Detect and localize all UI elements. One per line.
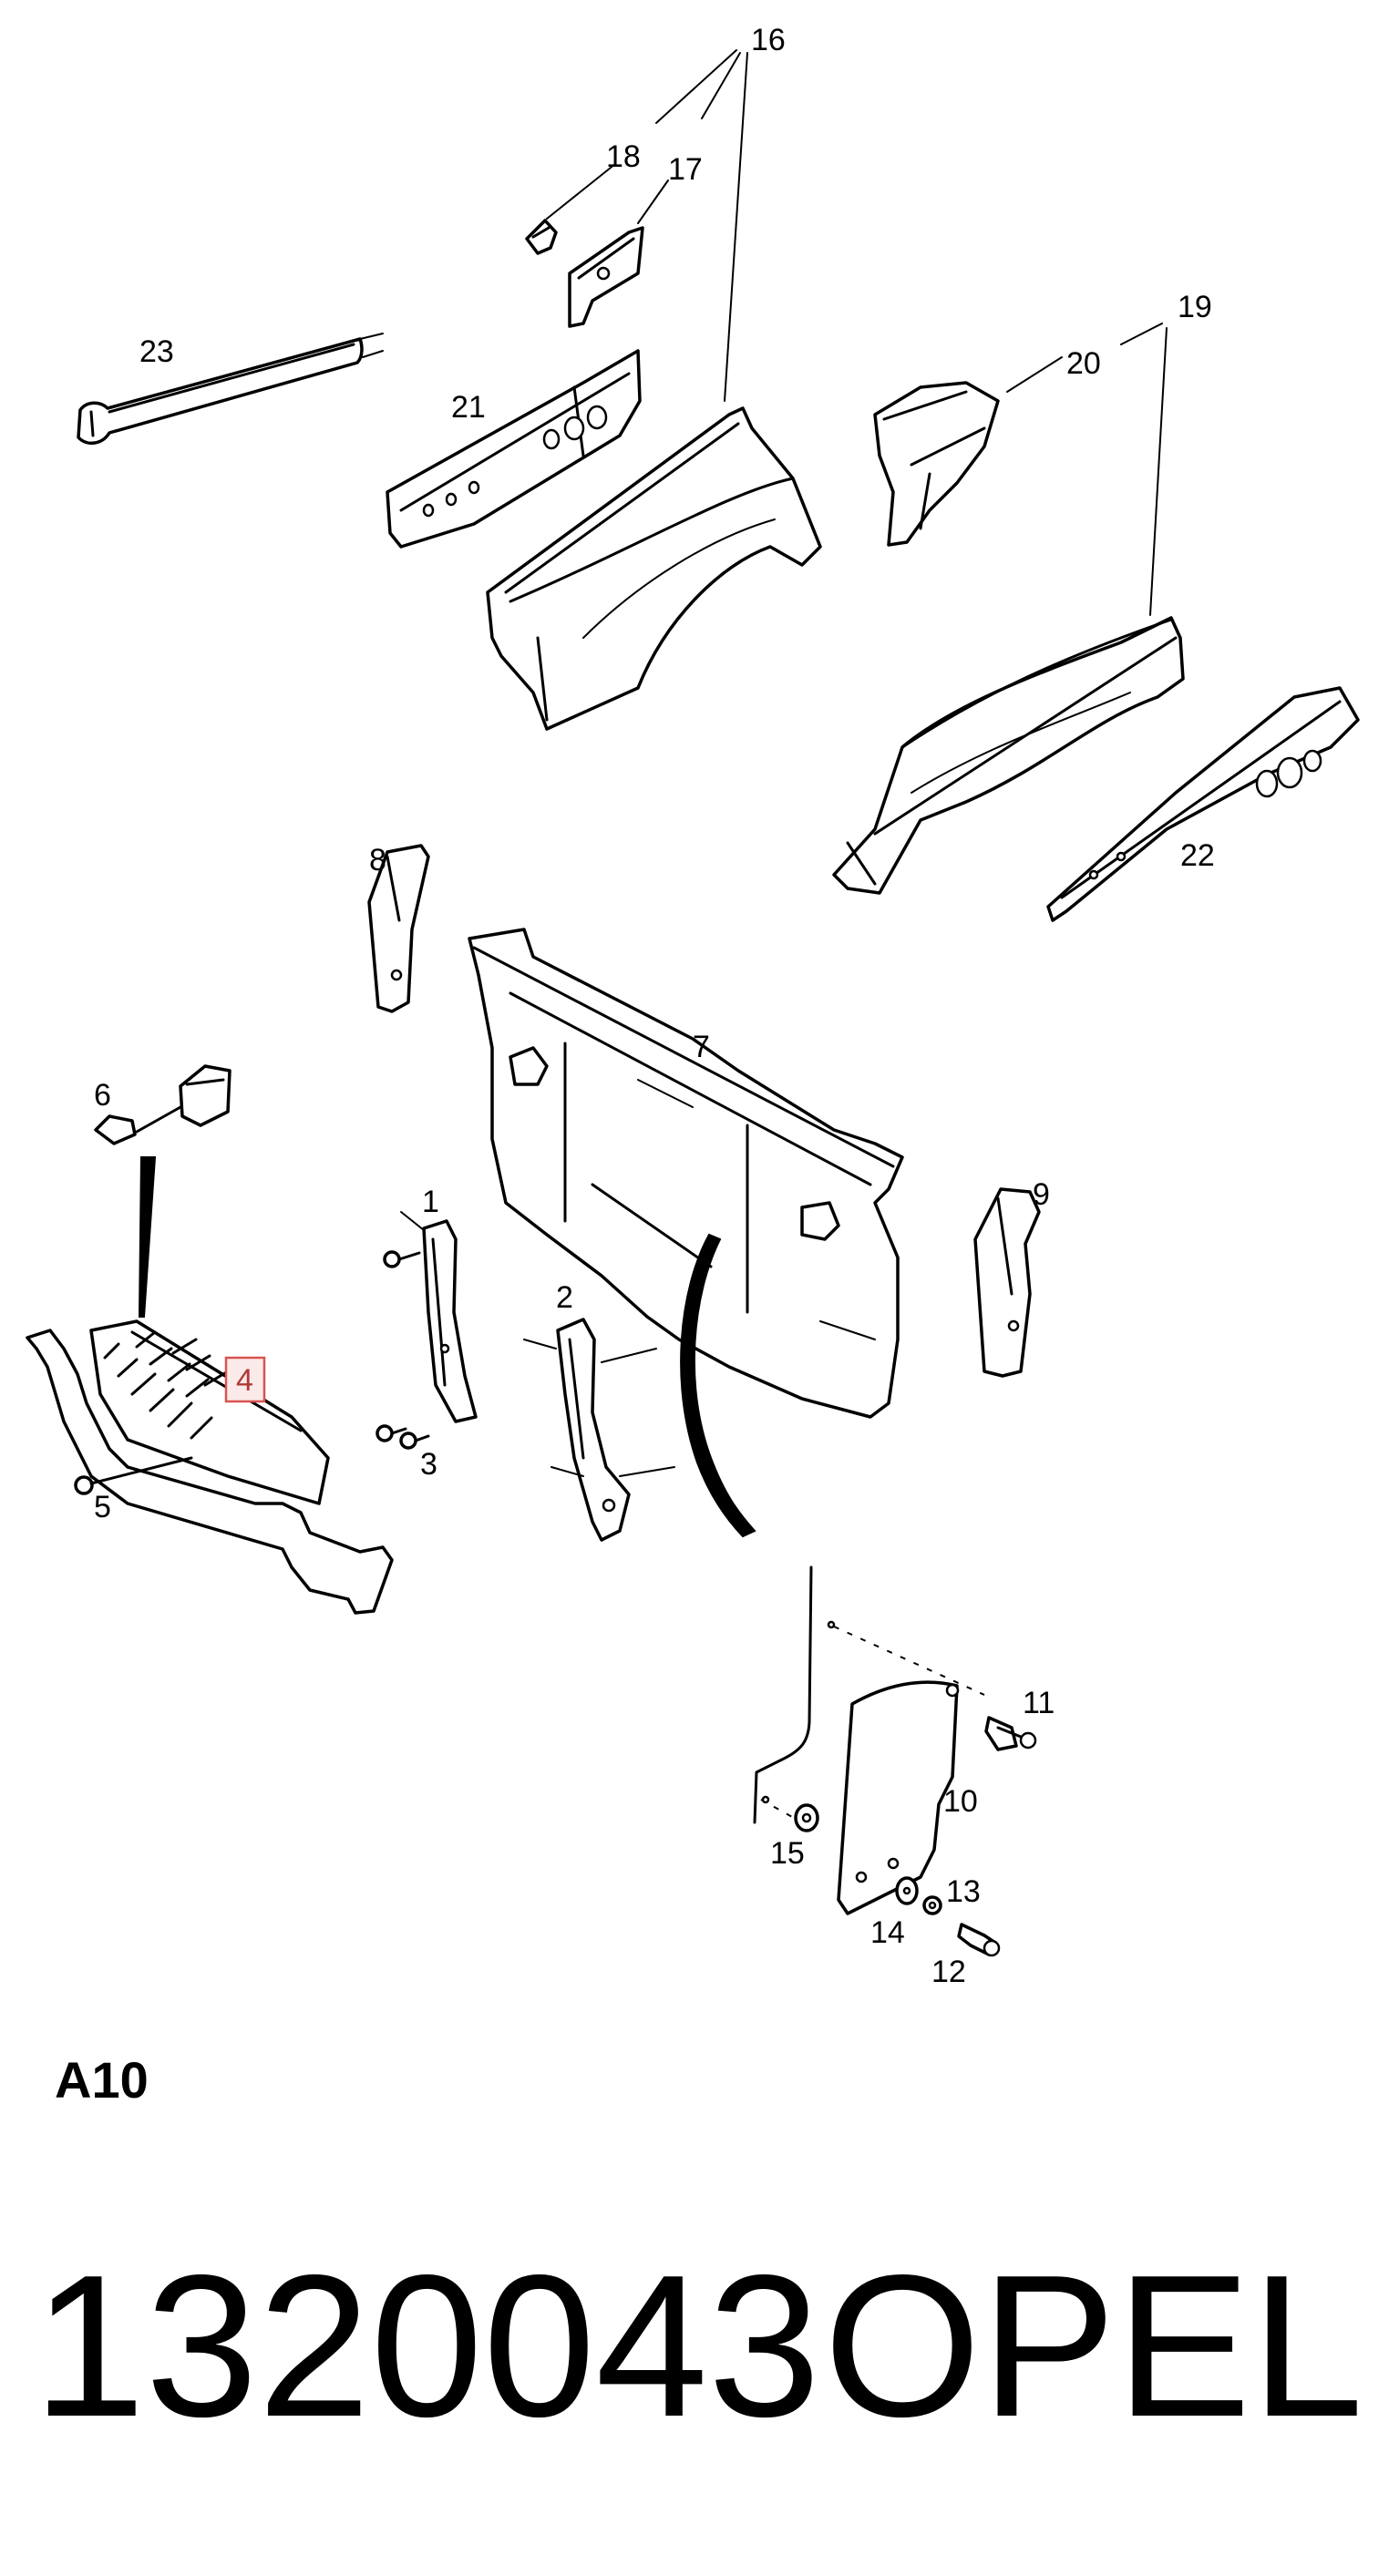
callout-10: 10	[943, 1784, 978, 1819]
part-12-bolt[interactable]	[957, 1923, 1001, 1957]
part-13-nut[interactable]	[922, 1895, 942, 1915]
callout-22: 22	[1180, 838, 1215, 873]
callout-16: 16	[751, 23, 786, 57]
callout-leaders	[400, 49, 1168, 1231]
callout-4: 4	[236, 1363, 253, 1398]
callout-21: 21	[451, 390, 486, 425]
part-footer: 1320043 OPEL	[33, 2237, 1363, 2456]
part-2-center-support[interactable]	[523, 1318, 675, 1542]
section-code: A10	[55, 2051, 149, 2109]
part-23-roof-rail[interactable]	[77, 333, 384, 445]
callout-labels: 1 2 3 4 5 6 7 8 9 10 11 12 13 14 15 16 1…	[94, 23, 1215, 1989]
part-11-bolt[interactable]	[984, 1716, 1037, 1751]
callout-5: 5	[94, 1490, 111, 1524]
part-20-bracket[interactable]	[873, 381, 1000, 547]
callout-14: 14	[870, 1915, 905, 1950]
part-15-washer[interactable]	[794, 1803, 819, 1832]
part-22-side-rail[interactable]	[1046, 686, 1360, 922]
callout-1: 1	[422, 1185, 439, 1219]
part-21-wheelhouse-rail[interactable]	[386, 349, 642, 549]
part-19-wheelhouse-panel[interactable]	[832, 616, 1185, 895]
part-14-washer[interactable]	[895, 1876, 919, 1905]
part-16-inner-fender[interactable]	[486, 406, 822, 731]
callout-12: 12	[931, 1955, 966, 1989]
part-8-headlamp-support[interactable]	[367, 844, 430, 1013]
callout-18: 18	[606, 139, 641, 174]
callout-3: 3	[420, 1447, 437, 1482]
callout-2: 2	[556, 1280, 573, 1315]
assembly-arrow	[680, 1233, 756, 1538]
callout-17: 17	[668, 152, 703, 187]
callout-8: 8	[369, 843, 386, 877]
body-outline	[753, 1565, 985, 1824]
callout-11: 11	[1023, 1686, 1055, 1720]
exploded-parts-diagram: 1 2 3 4 5 6 7 8 9 10 11 12 13 14 15 16 1…	[26, 23, 1360, 1989]
part-3-bolts[interactable]	[376, 1250, 430, 1450]
callout-4-highlight	[224, 1356, 266, 1403]
part-5-screw[interactable]	[74, 1456, 193, 1495]
callout-13: 13	[946, 1874, 981, 1909]
leader-line-6	[138, 1156, 157, 1318]
callout-20: 20	[1066, 346, 1101, 381]
callout-6: 6	[94, 1078, 111, 1113]
part-10-splash-shield[interactable]	[837, 1680, 960, 1915]
callout-23: 23	[139, 334, 174, 369]
brand-name: OPEL	[823, 2233, 1363, 2459]
callout-7: 7	[693, 1030, 710, 1064]
part-18-clip[interactable]	[525, 219, 558, 255]
callout-15: 15	[770, 1836, 805, 1871]
callout-19: 19	[1178, 290, 1212, 324]
callout-9: 9	[1033, 1177, 1050, 1212]
part-9-headlamp-support[interactable]	[973, 1187, 1041, 1378]
part-7-radiator-panel[interactable]	[468, 928, 904, 1419]
part-number: 1320043	[33, 2233, 821, 2459]
part-1-support-strut[interactable]	[422, 1219, 478, 1423]
part-4-radiator-grille[interactable]	[26, 1319, 394, 1615]
part-17-bracket[interactable]	[568, 226, 644, 328]
part-6-latch-bracket[interactable]	[94, 1064, 232, 1145]
